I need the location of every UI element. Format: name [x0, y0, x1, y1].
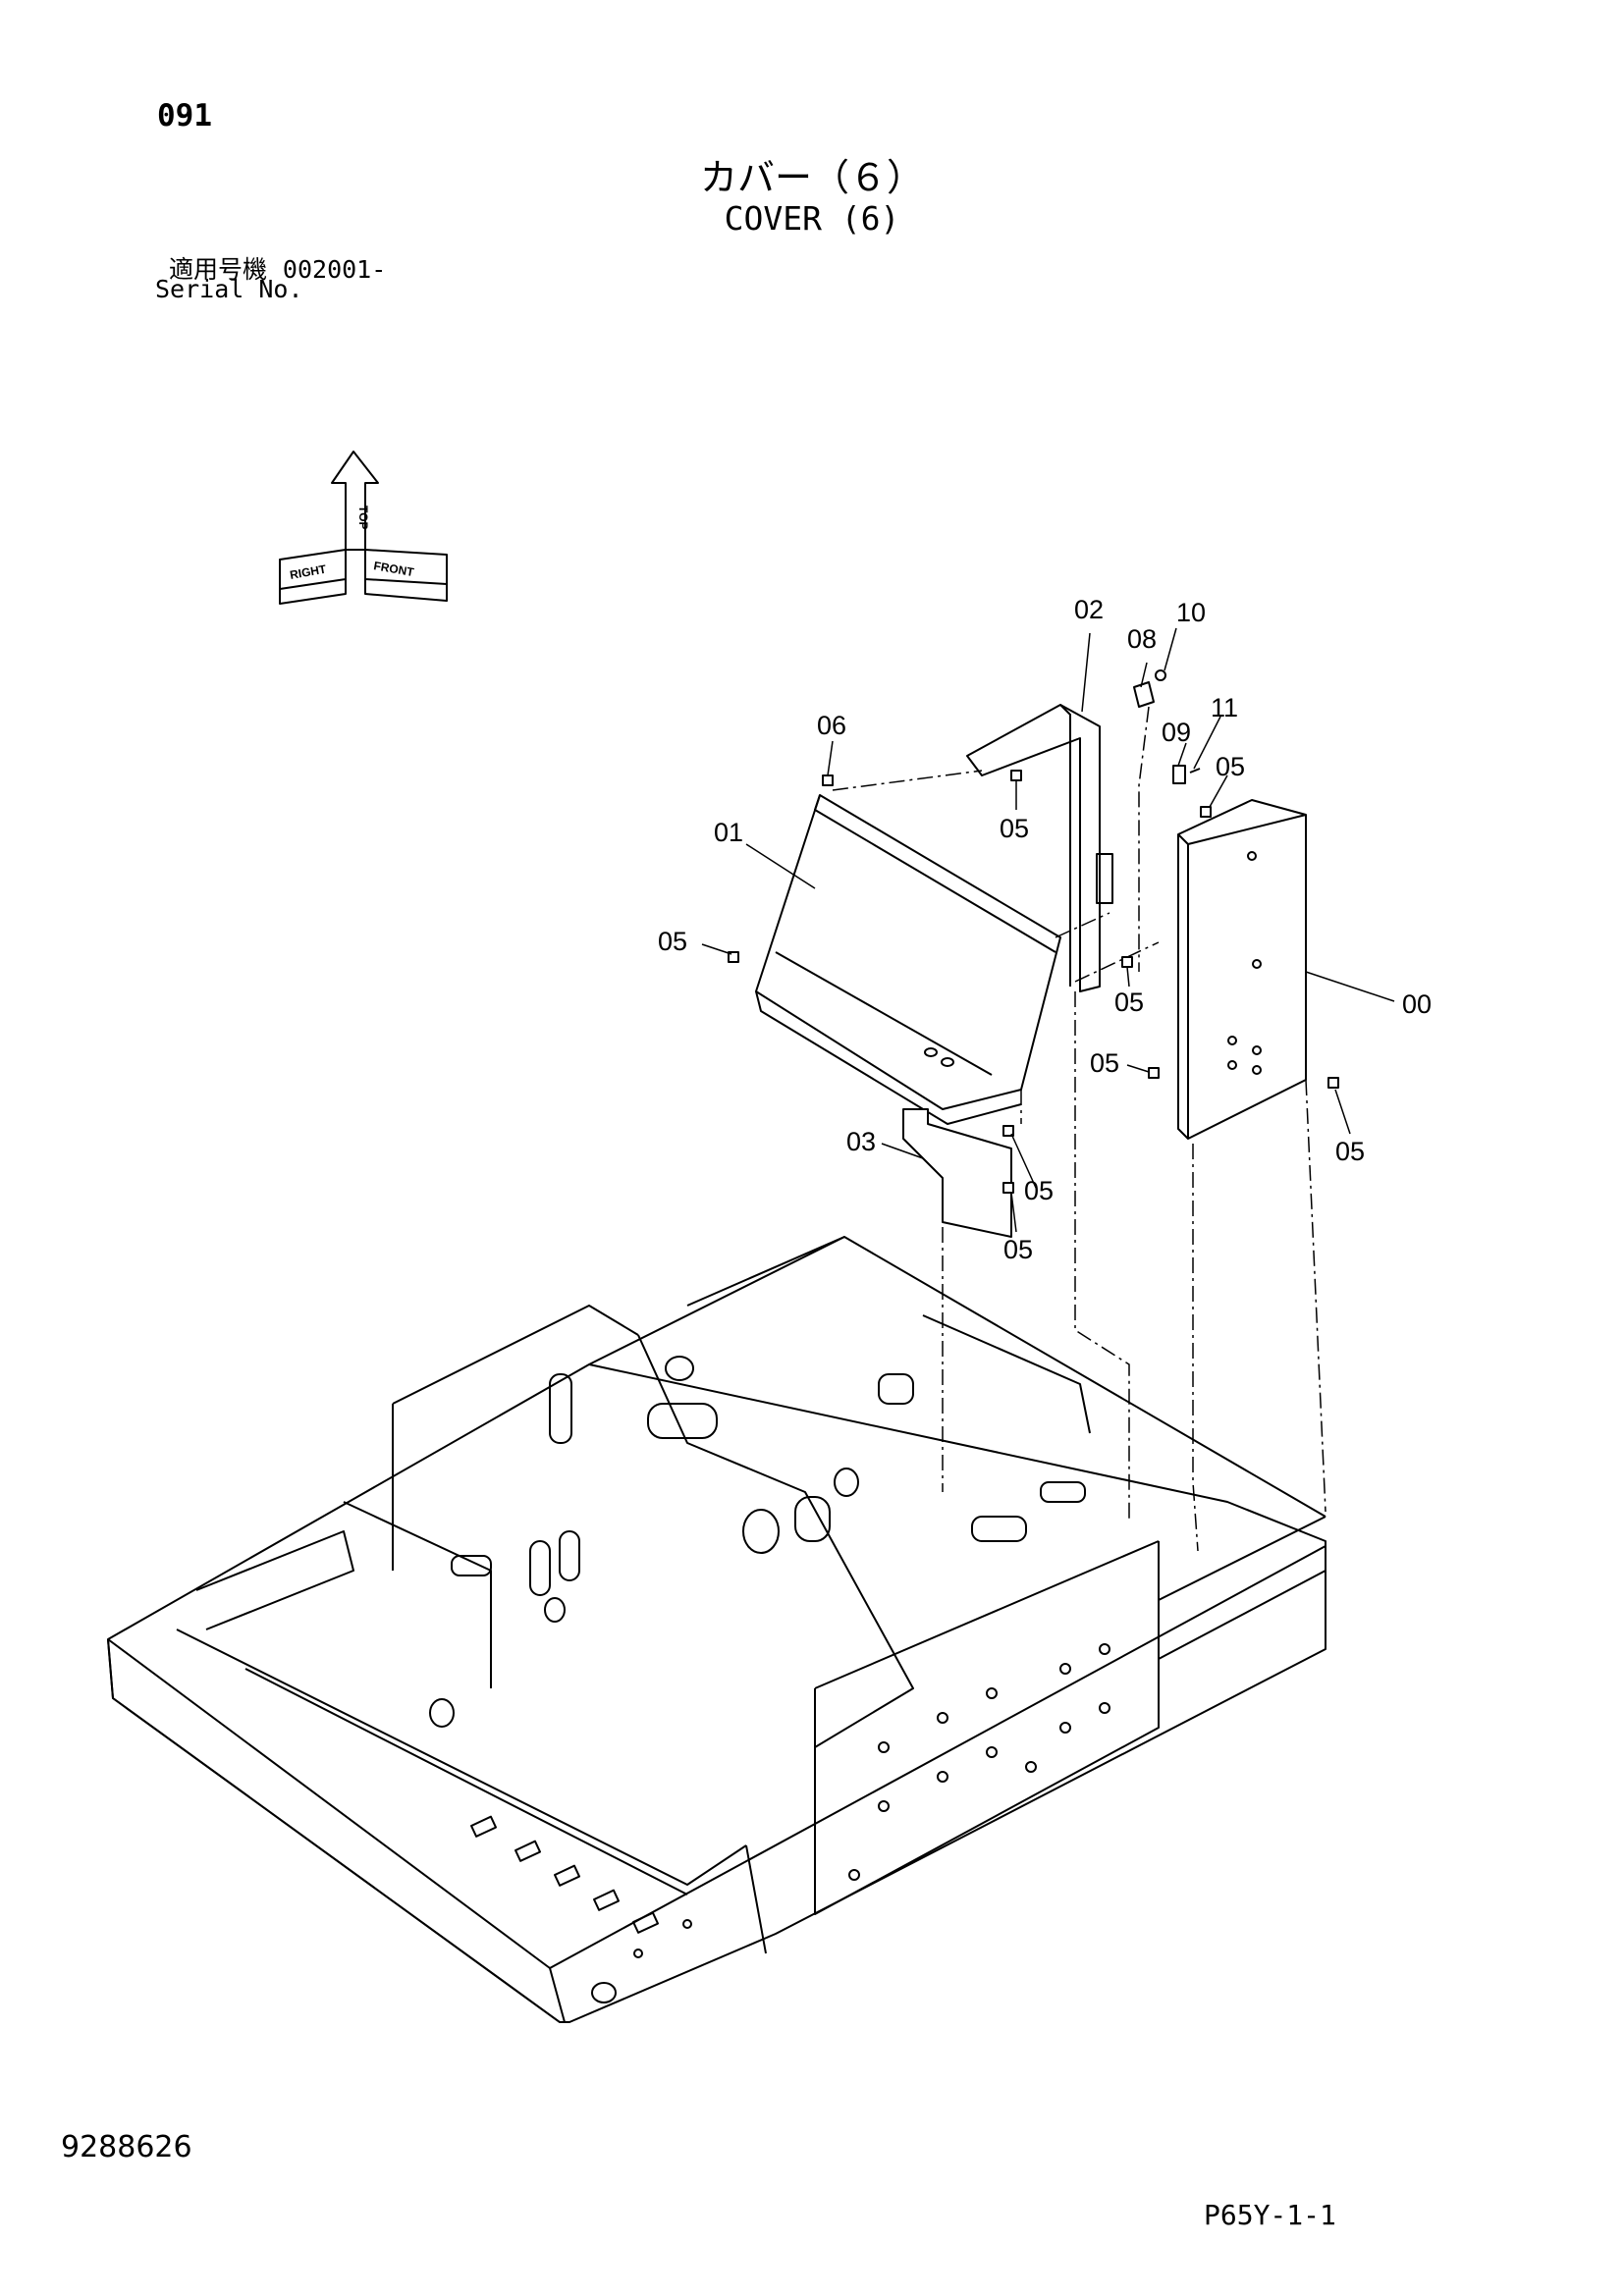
orientation-indicator: TOP FRONT RIGHT: [279, 451, 448, 605]
callout-05-b: 05: [1000, 814, 1029, 843]
part-03-plate: [902, 1108, 1012, 1238]
main-frame: [107, 1236, 1326, 2023]
page-number: 091: [157, 98, 212, 133]
orientation-right-label: RIGHT: [289, 562, 328, 582]
page-code: P65Y-1-1: [1204, 2199, 1336, 2231]
callout-03: 03: [846, 1127, 876, 1156]
serial-line-japanese: 適用号機 002001-: [169, 250, 386, 286]
callout-05-f: 05: [1335, 1137, 1365, 1166]
callout-05-c: 05: [658, 927, 687, 956]
part-01-cover: [755, 794, 1061, 1125]
small-parts: [728, 669, 1339, 1194]
serial-value: 002001-: [282, 255, 387, 284]
callout-05-g: 05: [1024, 1176, 1054, 1205]
orientation-top-label: TOP: [356, 506, 370, 529]
callout-05-h: 05: [1003, 1235, 1033, 1264]
part-02-bracket: [966, 704, 1113, 992]
callout-05-e: 05: [1090, 1048, 1119, 1078]
leader-lines: [701, 627, 1395, 1233]
title-japanese: カバー（６）: [699, 156, 924, 199]
serial-label-english: Serial No.: [155, 275, 303, 303]
callout-00: 00: [1402, 989, 1432, 1019]
callout-08: 08: [1127, 624, 1157, 654]
document-number: 9288626: [61, 2130, 192, 2164]
callout-05-d: 05: [1114, 988, 1144, 1017]
callout-11: 11: [1211, 693, 1238, 722]
installation-guide-lines: [832, 706, 1326, 1552]
callout-02: 02: [1074, 595, 1104, 624]
callout-01: 01: [714, 818, 743, 847]
serial-label-japanese: 適用号機: [169, 255, 268, 284]
callout-06: 06: [817, 711, 846, 740]
part-00-cover: [1177, 799, 1307, 1140]
callouts: 02 08 10 11 09 05 06 05 01 05 05 00 05 0…: [658, 595, 1432, 1264]
callout-10: 10: [1176, 598, 1206, 627]
title-english: COVER (6): [724, 199, 900, 238]
callout-09: 09: [1162, 718, 1191, 747]
callout-05-a: 05: [1216, 752, 1245, 781]
